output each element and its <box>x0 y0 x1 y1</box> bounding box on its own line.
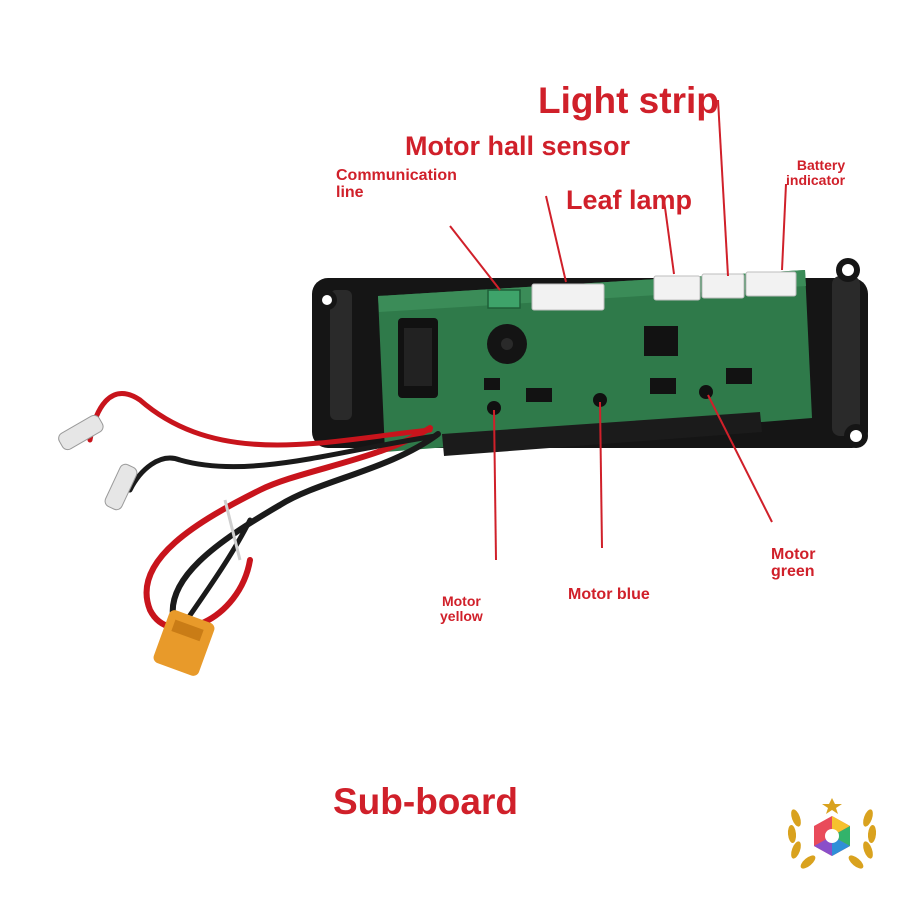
label-motor-hall-sensor: Motor hall sensor <box>405 131 631 161</box>
label-motor-green-2: green <box>771 562 815 580</box>
label-motor-yellow: Motor yellow <box>440 594 483 623</box>
label-battery-indicator: Battery indicator <box>786 158 845 187</box>
label-light-strip: Light strip <box>538 80 719 121</box>
label-communication-line-1: Communication <box>336 167 457 184</box>
label-motor-blue: Motor blue <box>568 586 650 603</box>
label-leaf-lamp: Leaf lamp <box>566 185 693 215</box>
cable-tie <box>223 499 242 561</box>
label-sub-board: Sub-board <box>333 781 518 822</box>
pcb-board <box>378 270 812 456</box>
laurel-wreath-logo-icon <box>787 798 877 869</box>
spade-terminals <box>58 414 138 511</box>
label-motor-yellow-2: yellow <box>440 607 483 624</box>
xt-plug-connector <box>153 610 215 676</box>
label-communication-line-2: line <box>336 183 364 201</box>
label-motor-green: Motor green <box>771 546 816 581</box>
label-battery-indicator-1: Battery <box>796 157 846 173</box>
label-motor-yellow-1: Motor <box>441 593 481 609</box>
label-communication-line: Communication line <box>336 167 457 202</box>
label-motor-green-1: Motor <box>771 546 816 563</box>
label-battery-indicator-2: indicator <box>786 171 846 188</box>
leader-lines <box>449 99 787 561</box>
